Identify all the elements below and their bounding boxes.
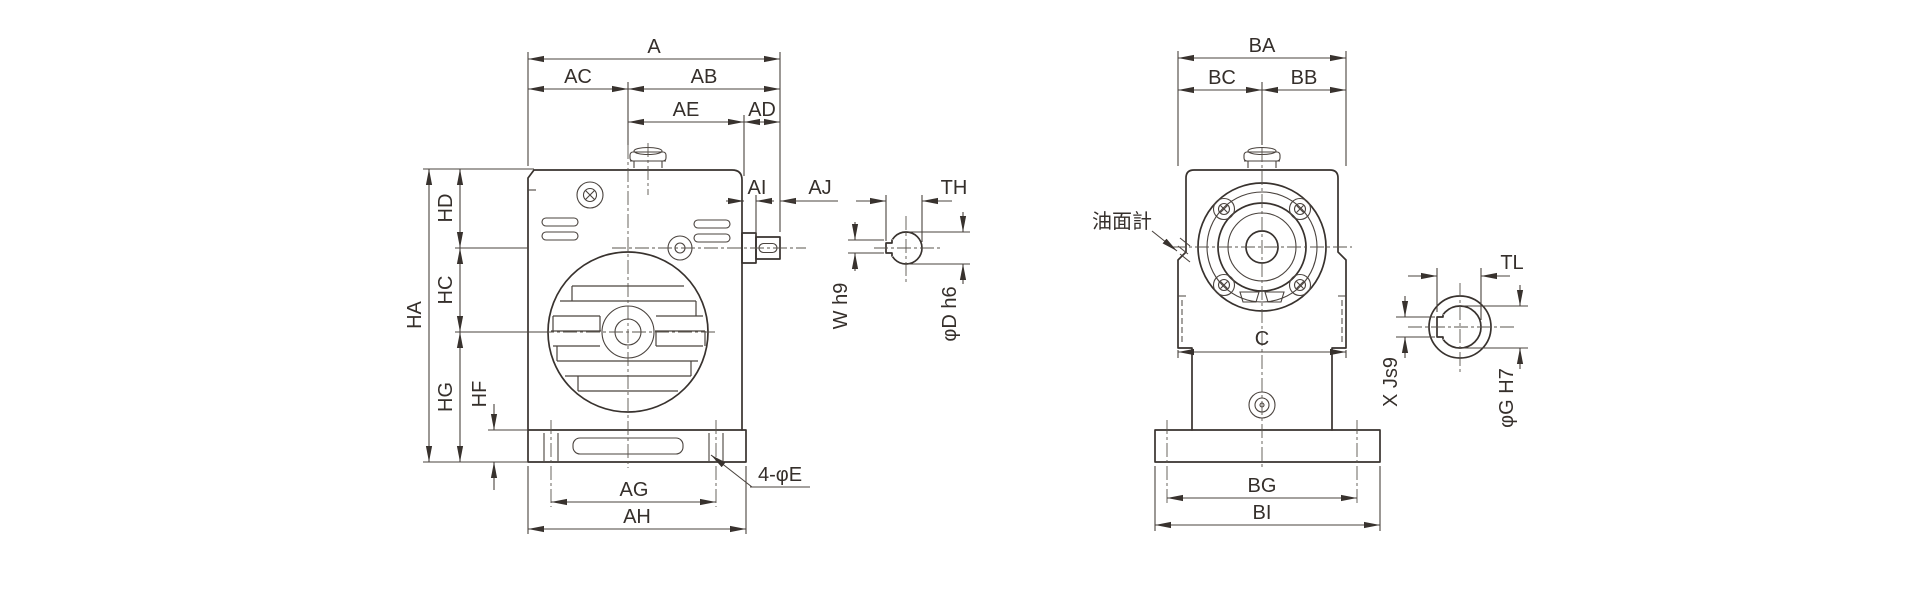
dim-label-bb: BB <box>1291 67 1318 89</box>
foot-holes-label: 4-φE <box>758 464 802 486</box>
dim-label-d-h6: φD h6 <box>939 286 961 341</box>
dim-label-ab: AB <box>691 66 718 88</box>
dim-label-ag: AG <box>620 479 649 501</box>
dim-label-aj: AJ <box>808 177 831 199</box>
dim-label-hd: HD <box>435 194 457 223</box>
side-view <box>1154 146 1381 503</box>
dim-label-ah: AH <box>623 506 651 528</box>
housing-slots <box>541 217 731 243</box>
cover-screws <box>1212 197 1312 297</box>
front-view-centerlines <box>540 143 806 507</box>
dim-label-hg: HG <box>435 382 457 412</box>
dim-label-hc: HC <box>435 276 457 305</box>
oil-gauge-callout: 油面計 <box>1092 210 1178 252</box>
dim-label-bc: BC <box>1208 67 1236 89</box>
dim-label-th: TH <box>941 177 968 199</box>
dim-label-bg: BG <box>1248 475 1277 497</box>
output-bore-section: TL X Js9 φG H7 <box>1380 252 1528 428</box>
dim-label-x-js9: X Js9 <box>1380 357 1402 407</box>
dim-label-tl: TL <box>1500 252 1523 274</box>
dim-label-g-h7: φG H7 <box>1496 368 1518 428</box>
dim-label-ba: BA <box>1249 35 1276 57</box>
side-base <box>1154 429 1381 463</box>
side-housing-outline <box>1177 169 1347 431</box>
front-view-dimensions: A AC AB AE AD AI AJ HA HD HC HG HF AG AH <box>404 36 838 534</box>
plug-screw <box>576 181 604 209</box>
dim-label-ae: AE <box>673 99 700 121</box>
dim-label-ha: HA <box>404 300 426 328</box>
oil-gauge-label: 油面計 <box>1092 210 1152 233</box>
dim-label-hf: HF <box>469 381 491 408</box>
dim-label-ac: AC <box>564 66 592 88</box>
dim-label-ai: AI <box>748 177 767 199</box>
dim-label-c: C <box>1255 328 1269 350</box>
dim-label-ad: AD <box>748 99 776 121</box>
side-view-centerlines <box>1166 148 1358 503</box>
side-view-dimensions: BA BC BB C BG BI 油面計 <box>1092 35 1381 531</box>
dim-label-bi: BI <box>1253 502 1272 524</box>
dim-label-w-h9: W h9 <box>830 283 852 330</box>
front-view <box>527 143 806 507</box>
housing-outline <box>527 169 743 431</box>
dim-label-a: A <box>647 36 661 58</box>
foot-holes-leader: 4-φE <box>710 454 810 488</box>
input-shaft-section: TH W h9 φD h6 <box>830 177 970 342</box>
